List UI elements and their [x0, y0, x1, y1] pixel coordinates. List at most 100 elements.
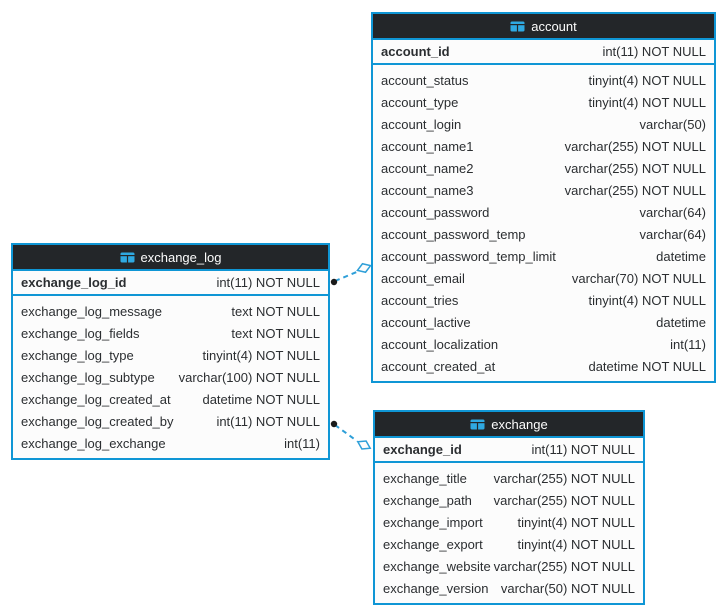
column-name: account_status [381, 72, 469, 88]
column-name: account_password [381, 204, 490, 220]
column-type: varchar(100) NOT NULL [178, 369, 320, 385]
table-row: exchange_log_exchange int(11) [13, 432, 328, 454]
column-name: account_type [381, 94, 459, 110]
column-type: tinyint(4) NOT NULL [202, 347, 320, 363]
column-type: varchar(255) NOT NULL [493, 558, 635, 574]
relationship-line[interactable] [334, 424, 358, 442]
relationship-line[interactable] [334, 270, 360, 282]
column-type: int(11) [284, 435, 320, 451]
table-row: account_name2 varchar(255) NOT NULL [373, 157, 714, 179]
column-type: varchar(255) NOT NULL [564, 160, 706, 176]
table-exchange-log[interactable]: exchange_log exchange_log_id int(11) NOT… [11, 243, 330, 460]
relationship-dot-end [330, 278, 338, 286]
table-row: account_name1 varchar(255) NOT NULL [373, 135, 714, 157]
column-name: exchange_log_message [21, 303, 162, 319]
column-name: exchange_path [383, 492, 472, 508]
column-name: exchange_log_created_by [21, 413, 174, 429]
column-type: datetime [656, 314, 706, 330]
table-row: exchange_version varchar(50) NOT NULL [375, 577, 643, 599]
column-name: exchange_log_id [21, 275, 127, 290]
column-type: varchar(255) NOT NULL [493, 492, 635, 508]
primary-key-row: exchange_log_id int(11) NOT NULL [13, 271, 328, 296]
column-name: exchange_website [383, 558, 491, 574]
column-type: varchar(255) NOT NULL [493, 470, 635, 486]
column-type: datetime NOT NULL [588, 358, 706, 374]
column-type: datetime NOT NULL [202, 391, 320, 407]
relationship-exchange_log-account[interactable] [330, 261, 372, 286]
column-type: varchar(50) NOT NULL [500, 580, 635, 596]
relationship-exchange_log-exchange[interactable] [330, 420, 372, 452]
table-icon [470, 419, 485, 430]
column-type: int(11) NOT NULL [216, 413, 320, 429]
column-name: account_id [381, 44, 450, 59]
column-type: int(11) NOT NULL [531, 442, 635, 457]
table-header-exchange[interactable]: exchange [375, 412, 643, 438]
table-row: exchange_import tinyint(4) NOT NULL [375, 511, 643, 533]
column-type: varchar(64) [639, 204, 706, 220]
table-row: exchange_log_created_by int(11) NOT NULL [13, 410, 328, 432]
relationship-diamond-end [356, 262, 372, 274]
column-name: exchange_export [383, 536, 483, 552]
column-name: exchange_log_fields [21, 325, 140, 341]
column-type: varchar(255) NOT NULL [564, 138, 706, 154]
column-name: account_email [381, 270, 465, 286]
table-row: account_tries tinyint(4) NOT NULL [373, 289, 714, 311]
column-type: varchar(64) [639, 226, 706, 242]
table-header-account[interactable]: account [373, 14, 714, 40]
column-name: exchange_log_subtype [21, 369, 155, 385]
column-type: datetime [656, 248, 706, 264]
table-row: account_name3 varchar(255) NOT NULL [373, 179, 714, 201]
column-name: account_password_temp_limit [381, 248, 556, 264]
table-account[interactable]: account account_id int(11) NOT NULL acco… [371, 12, 716, 383]
primary-key-row: exchange_id int(11) NOT NULL [375, 438, 643, 463]
column-type: varchar(70) NOT NULL [571, 270, 706, 286]
column-name: account_name2 [381, 160, 474, 176]
column-name: exchange_title [383, 470, 467, 486]
table-row: exchange_log_subtype varchar(100) NOT NUL… [13, 366, 328, 388]
column-type: tinyint(4) NOT NULL [588, 72, 706, 88]
column-name: account_name1 [381, 138, 474, 154]
table-exchange[interactable]: exchange exchange_id int(11) NOT NULL ex… [373, 410, 645, 605]
table-title: exchange [491, 416, 548, 432]
table-header-exchange-log[interactable]: exchange_log [13, 245, 328, 271]
column-type: int(11) NOT NULL [216, 275, 320, 290]
column-type: tinyint(4) NOT NULL [588, 292, 706, 308]
column-name: account_password_temp [381, 226, 526, 242]
table-row: account_password_temp_limit datetime [373, 245, 714, 267]
column-type: tinyint(4) NOT NULL [517, 536, 635, 552]
table-title: account [531, 18, 577, 34]
primary-key-row: account_id int(11) NOT NULL [373, 40, 714, 65]
column-name: account_tries [381, 292, 459, 308]
column-name: exchange_log_exchange [21, 435, 166, 451]
column-type: tinyint(4) NOT NULL [517, 514, 635, 530]
column-type: varchar(255) NOT NULL [564, 182, 706, 198]
relationship-diamond-end [356, 440, 372, 450]
table-icon [120, 252, 135, 263]
column-name: account_name3 [381, 182, 474, 198]
column-type: varchar(50) [639, 116, 706, 132]
column-name: exchange_version [383, 580, 489, 596]
table-row: exchange_export tinyint(4) NOT NULL [375, 533, 643, 555]
table-icon [510, 21, 525, 32]
column-type: int(11) [670, 336, 706, 352]
table-row: account_password_temp varchar(64) [373, 223, 714, 245]
table-title: exchange_log [140, 249, 222, 265]
table-row: account_status tinyint(4) NOT NULL [373, 69, 714, 91]
table-row: exchange_title varchar(255) NOT NULL [375, 467, 643, 489]
column-name: exchange_import [383, 514, 483, 530]
table-row: account_password varchar(64) [373, 201, 714, 223]
relationship-dot-end [330, 420, 338, 428]
